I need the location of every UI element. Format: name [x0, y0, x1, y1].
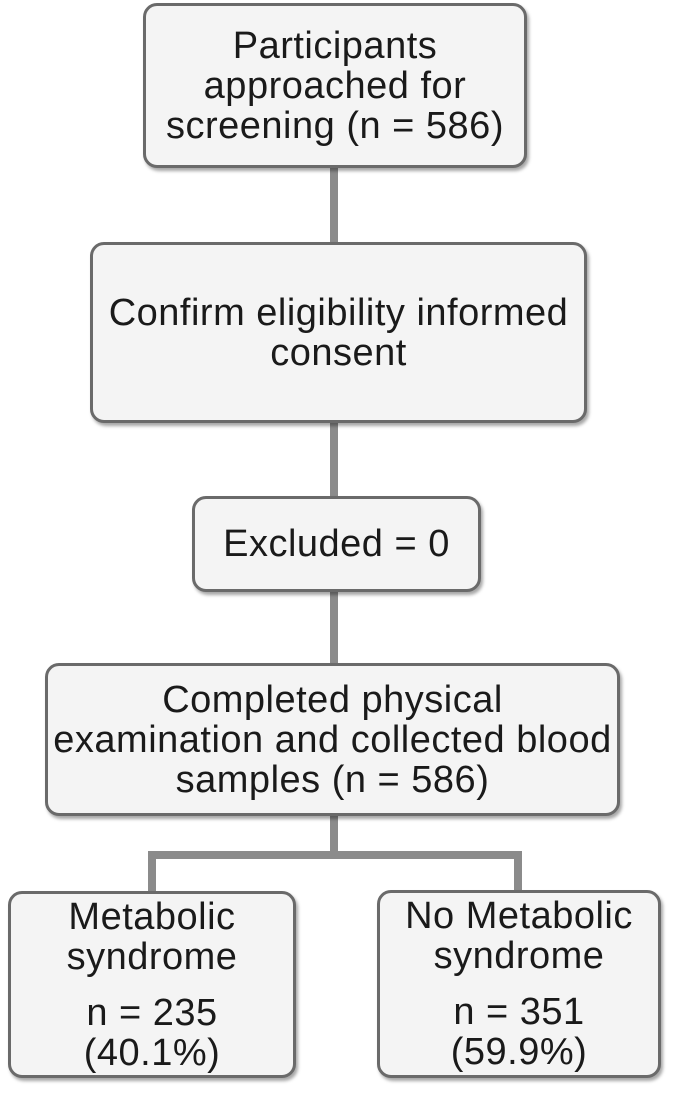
flow-node-count: n = 351 (59.9%) [450, 991, 588, 1073]
connector-excluded-to-completed [330, 589, 338, 665]
flow-node-label: Confirm eligibility informed consent [108, 291, 569, 374]
flow-node-metabolic-syndrome: Metabolic syndrome n = 235 (40.1%) [8, 891, 296, 1078]
connector-approached-to-consent [330, 165, 338, 245]
flow-node-title: No Metabolic syndrome [405, 895, 633, 977]
flow-node-title: Metabolic syndrome [66, 895, 238, 978]
flow-node-completed-examination: Completed physical examination and colle… [45, 663, 620, 816]
connector-split-horizontal-bar [148, 851, 522, 859]
connector-split-left-leg [148, 851, 156, 895]
flow-node-excluded: Excluded = 0 [192, 496, 481, 592]
flow-node-label: Excluded = 0 [223, 523, 450, 565]
flow-node-label: Participants approached for screening (n… [166, 24, 504, 147]
flow-node-participants-approached: Participants approached for screening (n… [143, 3, 527, 168]
connector-split-right-leg [514, 851, 522, 893]
flow-node-count: n = 235 (40.1%) [83, 991, 221, 1074]
flow-node-label: Completed physical examination and colle… [53, 678, 612, 801]
flow-node-no-metabolic-syndrome: No Metabolic syndrome n = 351 (59.9%) [377, 890, 661, 1078]
connector-split-stem [330, 813, 338, 859]
flow-node-confirm-eligibility-consent: Confirm eligibility informed consent [90, 242, 587, 423]
connector-consent-to-excluded [330, 420, 338, 498]
